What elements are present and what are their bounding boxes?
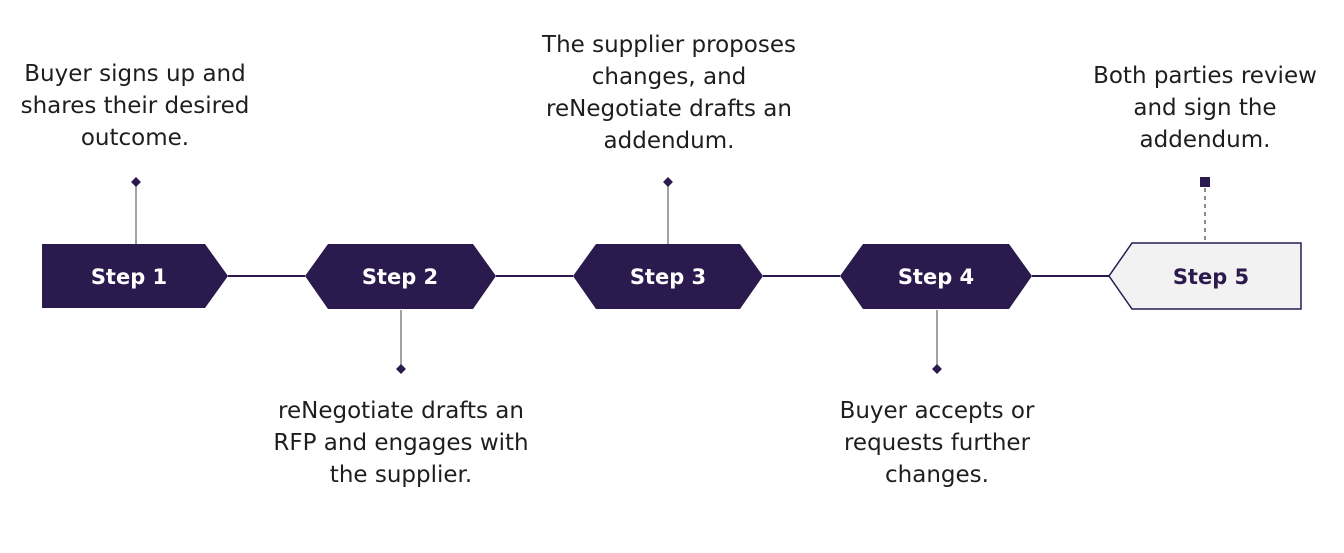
step-3-caption: The supplier proposes changes, and reNeg… <box>542 32 796 154</box>
step-1-shape <box>42 244 228 308</box>
marker-step-1 <box>131 177 141 187</box>
step-2-label: Step 2 <box>362 265 438 289</box>
step-5-caption: Both parties review and sign the addendu… <box>1093 63 1317 153</box>
step-4-shape <box>840 244 1032 309</box>
marker-step-4 <box>932 364 942 374</box>
step-5-label: Step 5 <box>1173 265 1249 289</box>
step-5-shape <box>1108 242 1302 310</box>
step-4-caption: Buyer accepts or requests further change… <box>839 398 1035 488</box>
marker-step-2 <box>396 364 406 374</box>
step-2-caption: reNegotiate drafts an RFP and engages wi… <box>273 398 529 488</box>
step-1-label: Step 1 <box>91 265 167 289</box>
step-4-label: Step 4 <box>898 265 974 289</box>
step-2-shape <box>305 244 496 309</box>
step-3-label: Step 3 <box>630 265 706 289</box>
step-3-shape <box>573 244 763 309</box>
marker-step-5 <box>1200 177 1210 187</box>
step-1-caption: Buyer signs up and shares their desired … <box>20 61 250 151</box>
marker-step-3 <box>663 177 673 187</box>
